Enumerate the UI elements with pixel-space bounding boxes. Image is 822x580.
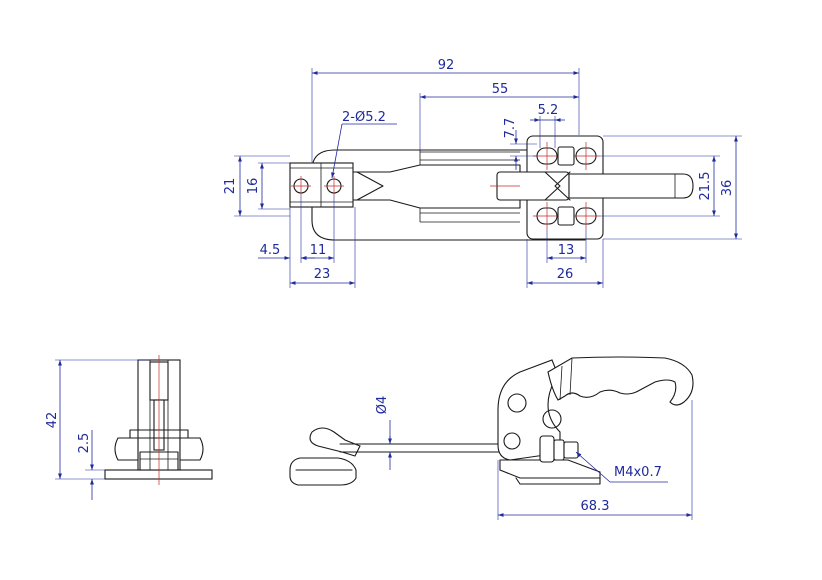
dim-11: 11 <box>310 243 327 258</box>
side-view-latch-body <box>497 359 561 461</box>
dim-holes: 2-Ø5.2 <box>342 110 386 125</box>
side-view-handle <box>547 356 694 406</box>
dim-68-3: 68.3 <box>581 499 610 514</box>
hook-plate <box>289 162 354 208</box>
dim-21: 21 <box>223 178 238 195</box>
handle <box>568 173 694 199</box>
end-view-nut-left <box>114 437 139 461</box>
side-view-hook-tip <box>309 427 361 457</box>
dim-42: 42 <box>45 412 60 429</box>
dim-2-5: 2.5 <box>77 433 92 454</box>
dim-55: 55 <box>492 82 509 97</box>
dim-23: 23 <box>314 267 331 282</box>
side-view <box>289 356 694 486</box>
top-view-dimensions: 92 55 5.2 7.7 2-Ø5.2 21 16 <box>223 58 742 288</box>
end-view-nut-right <box>179 437 204 461</box>
end-view-base <box>104 469 213 480</box>
top-view <box>289 135 694 241</box>
side-view-pivot-hole <box>507 393 527 413</box>
dim-36: 36 <box>720 180 735 197</box>
dim-13: 13 <box>558 243 575 258</box>
end-view <box>104 355 213 485</box>
dim-4-5: 4.5 <box>260 243 281 258</box>
dim-21-5: 21.5 <box>698 172 713 201</box>
dim-26: 26 <box>557 267 574 282</box>
dim-phi4: Ø4 <box>375 396 390 415</box>
side-view-hook-base <box>289 457 357 486</box>
dim-thread: M4x0.7 <box>614 465 662 480</box>
end-view-dimensions: 42 2.5 <box>45 359 150 500</box>
latch-body-outline <box>311 149 586 241</box>
dim-7-7: 7.7 <box>503 118 518 139</box>
side-view-base <box>499 459 601 479</box>
side-view-dimensions: Ø4 M4x0.7 68.3 <box>375 396 693 520</box>
dim-16: 16 <box>246 178 261 195</box>
dim-92: 92 <box>438 58 455 73</box>
dim-5-2: 5.2 <box>538 103 559 118</box>
